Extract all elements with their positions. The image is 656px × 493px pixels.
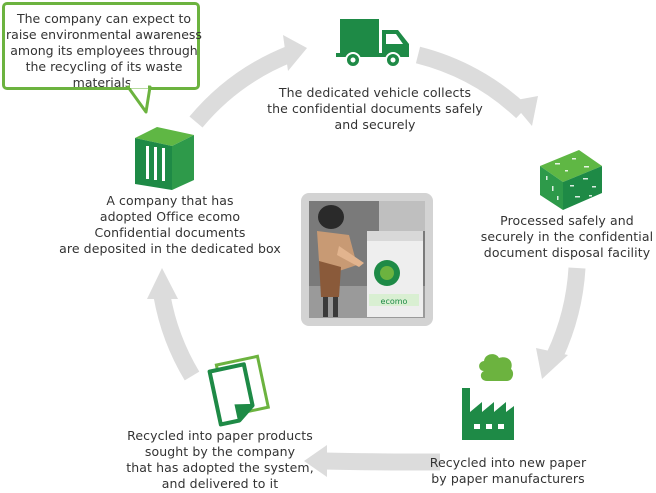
arrowhead-box — [147, 268, 178, 299]
label-line: that has adopted the system, — [126, 460, 314, 475]
arrowhead-products — [304, 445, 327, 477]
label-line: adopted Office ecomo — [99, 209, 241, 224]
photo-scene: ecomo — [309, 201, 425, 318]
step-company-label: A company that has adopted Office ecomo … — [50, 193, 290, 257]
photo-frame: ecomo — [301, 193, 433, 326]
label-line: Recycled into paper products — [127, 428, 313, 443]
bubble-line: materials. — [72, 75, 136, 90]
speech-bubble: The company can expect to raise environm… — [2, 2, 203, 91]
label-line: are deposited in the dedicated box — [59, 241, 281, 256]
label-line: securely in the confidential — [480, 229, 654, 244]
step-factory-label: Recycled into new paper by paper manufac… — [418, 455, 598, 487]
label-line: sought by the company — [144, 444, 296, 459]
label-line: document disposal facility — [483, 245, 651, 260]
label-line: and securely — [334, 117, 416, 132]
bubble-line: The company can expect to — [16, 11, 192, 26]
label-line: Processed safely and — [500, 213, 634, 228]
arrow-box-to-vehicle — [189, 46, 294, 128]
bubble-text: The company can expect to raise environm… — [5, 11, 203, 91]
photo-depositing-documents: ecomo — [309, 201, 425, 318]
arrowhead-vehicle — [283, 35, 307, 71]
photo-box-label: ecomo — [381, 297, 408, 306]
bubble-line: raise environmental awareness — [6, 27, 202, 42]
label-line: A company that has — [106, 193, 234, 208]
step-facility-label: Processed safely and securely in the con… — [477, 213, 656, 261]
step-products-label: Recycled into paper products sought by t… — [100, 428, 340, 492]
bubble-line: among its employees through — [10, 43, 198, 58]
label-line: Recycled into new paper — [429, 455, 587, 470]
label-line: The dedicated vehicle collects — [278, 85, 472, 100]
arrow-facility-to-factory — [547, 267, 586, 359]
bubble-line: the recycling of its waste — [25, 59, 183, 74]
arrow-vehicle-to-facility — [415, 46, 528, 119]
label-line: and delivered to it — [161, 476, 279, 491]
arrow-factory-to-products — [324, 452, 441, 471]
label-line: the confidential documents safely — [267, 101, 483, 116]
arrowhead-facility — [511, 96, 538, 126]
arrow-products-to-box — [153, 294, 200, 381]
arrowhead-factory — [536, 348, 568, 379]
step-vehicle-label: The dedicated vehicle collects the confi… — [250, 85, 500, 133]
label-line: by paper manufacturers — [431, 471, 585, 486]
label-line: Confidential documents — [94, 225, 246, 240]
